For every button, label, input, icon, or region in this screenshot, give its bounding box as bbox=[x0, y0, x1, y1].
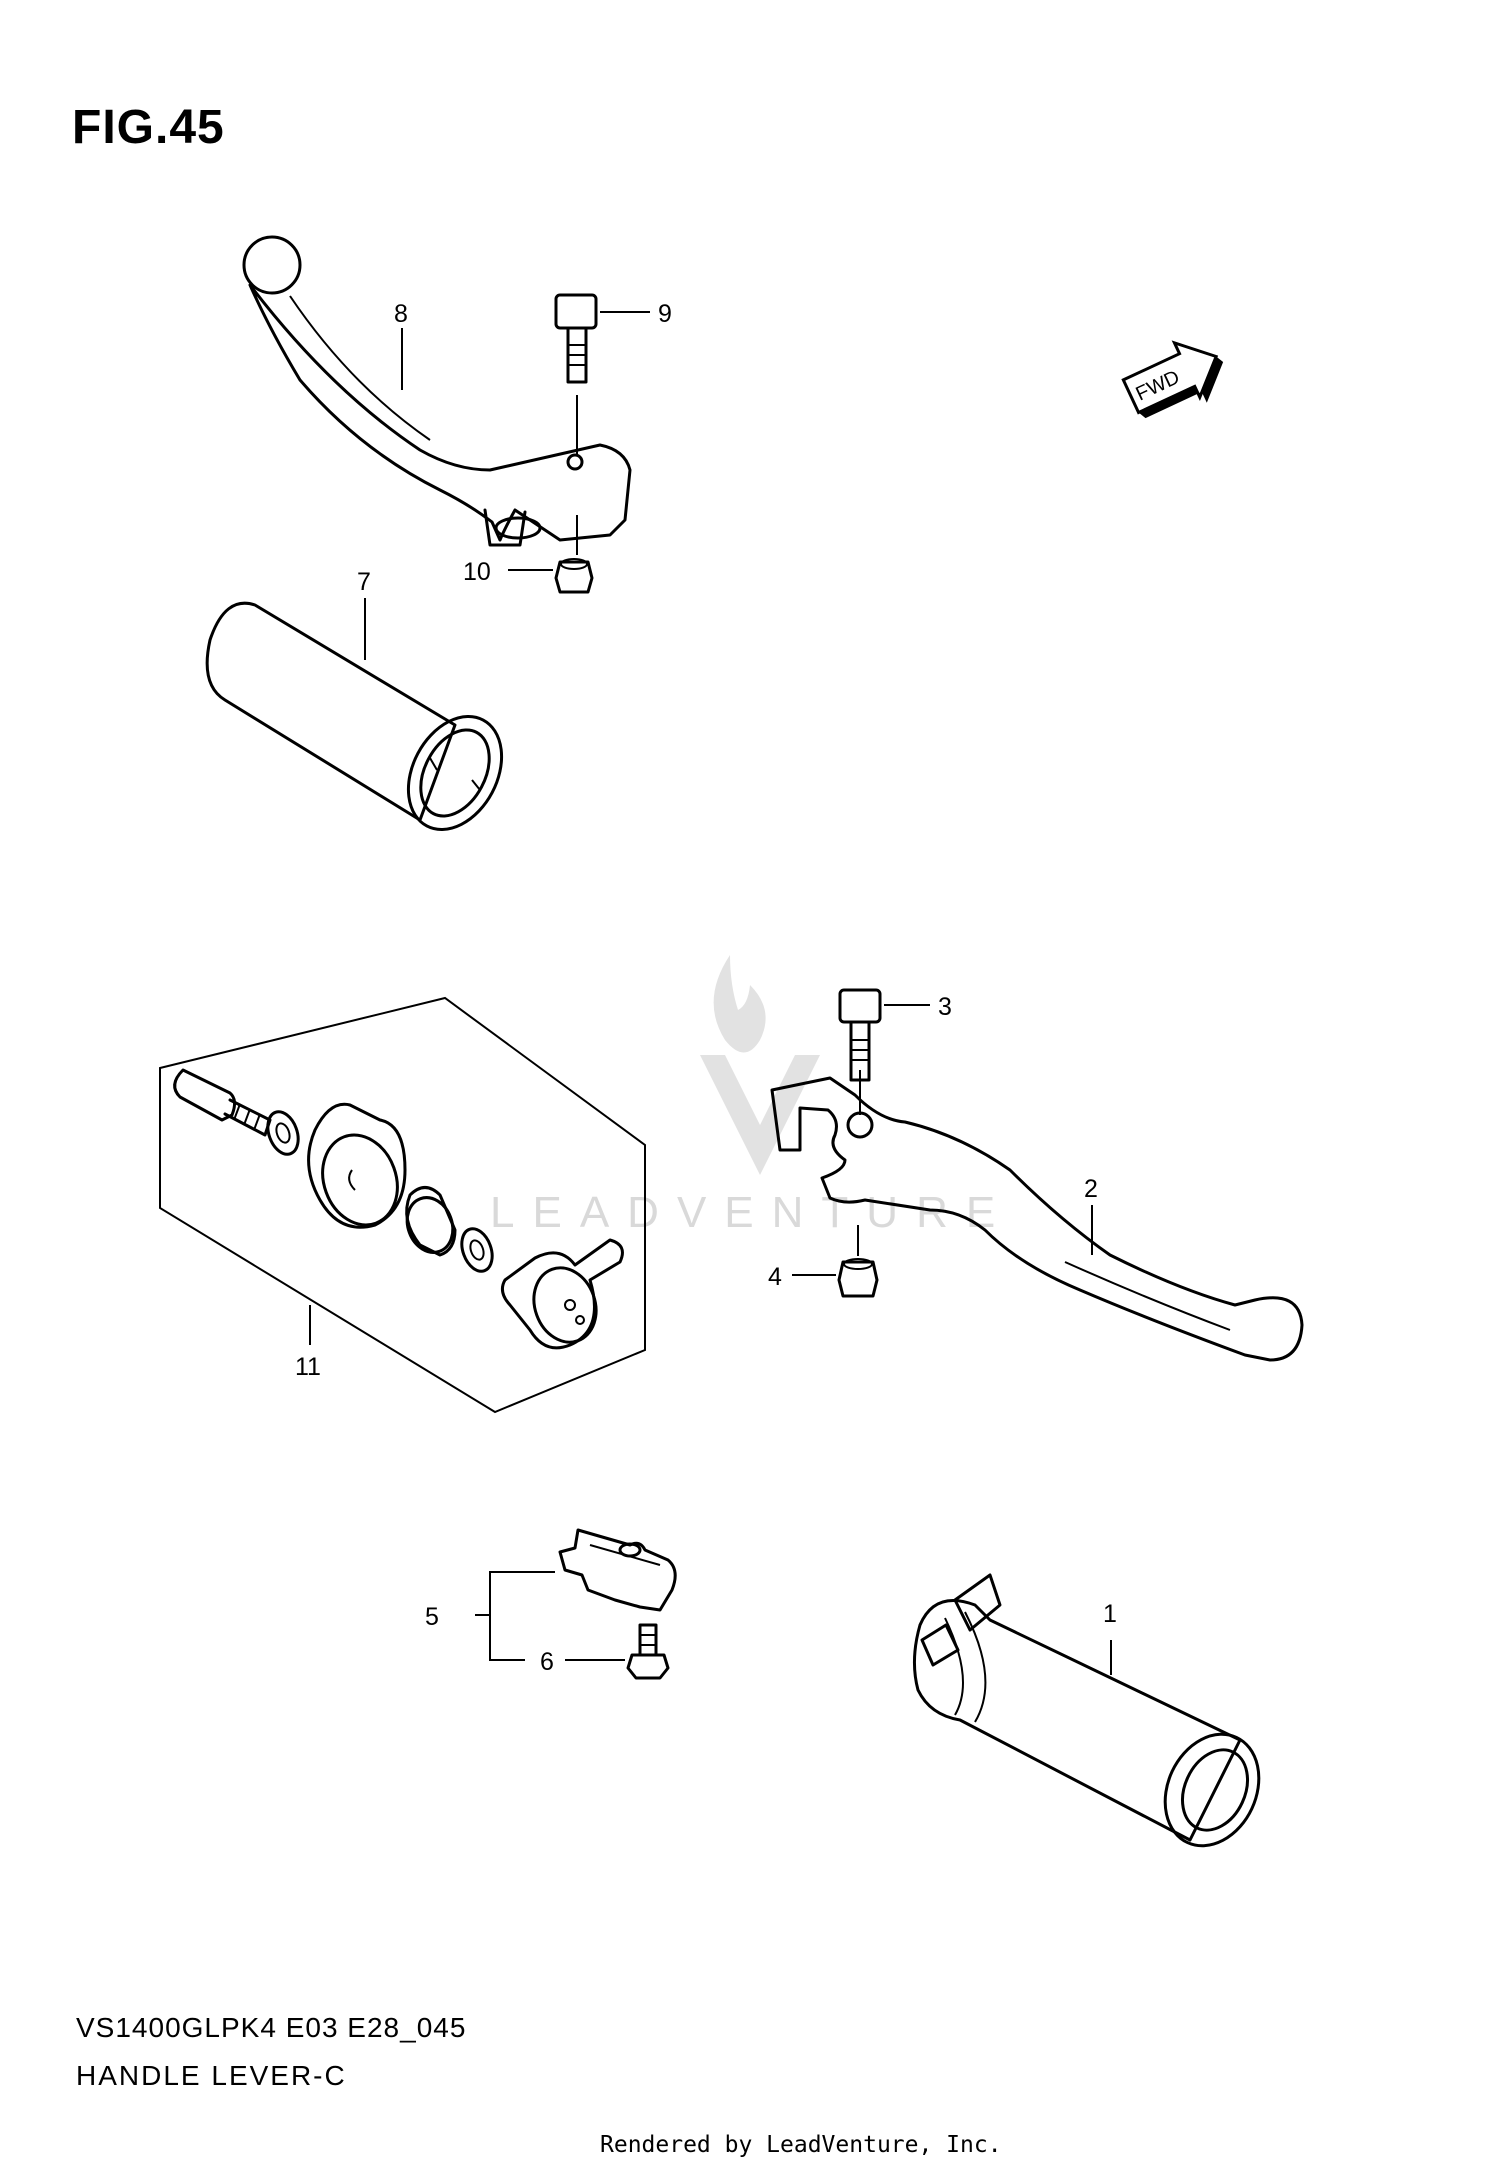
fwd-arrow-icon: FWD bbox=[1121, 340, 1224, 419]
part-5-switch[interactable] bbox=[558, 1528, 677, 1612]
watermark-logo-icon bbox=[700, 955, 820, 1175]
part-1-throttle-grip[interactable] bbox=[912, 1573, 1276, 1861]
part-4-nut[interactable] bbox=[837, 1225, 879, 1298]
callout-8: 8 bbox=[394, 300, 408, 328]
callout-5: 5 bbox=[425, 1603, 439, 1631]
part-3-bolt[interactable] bbox=[838, 988, 882, 1082]
callout-bracket-5-6 bbox=[489, 1571, 555, 1661]
diagram-name: HANDLE LEVER-C bbox=[76, 2060, 347, 2091]
footer-credit: Rendered by LeadVenture, Inc. bbox=[600, 2132, 1002, 2158]
callout-2: 2 bbox=[1084, 1175, 1098, 1203]
part-11-switch-set[interactable] bbox=[159, 996, 646, 1414]
callout-7: 7 bbox=[357, 568, 371, 596]
figure-title: FIG.45 bbox=[72, 101, 225, 154]
part-9-bolt[interactable] bbox=[554, 293, 598, 455]
callout-1: 1 bbox=[1103, 1600, 1117, 1628]
watermark-text: LEADVENTURE bbox=[490, 1188, 1014, 1237]
callout-9: 9 bbox=[658, 300, 672, 328]
part-10-nut[interactable] bbox=[554, 515, 594, 594]
callout-3: 3 bbox=[938, 993, 952, 1021]
part-2-brake-lever[interactable] bbox=[770, 1070, 1304, 1362]
model-code: VS1400GLPK4 E03 E28_045 bbox=[76, 2012, 467, 2043]
part-8-clutch-lever[interactable] bbox=[242, 235, 632, 547]
part-6-screw[interactable] bbox=[626, 1623, 670, 1680]
callout-4: 4 bbox=[768, 1263, 782, 1291]
callout-11: 11 bbox=[295, 1353, 321, 1381]
callout-10: 10 bbox=[463, 558, 491, 586]
part-7-grip[interactable] bbox=[205, 601, 520, 846]
callout-6: 6 bbox=[540, 1648, 554, 1676]
